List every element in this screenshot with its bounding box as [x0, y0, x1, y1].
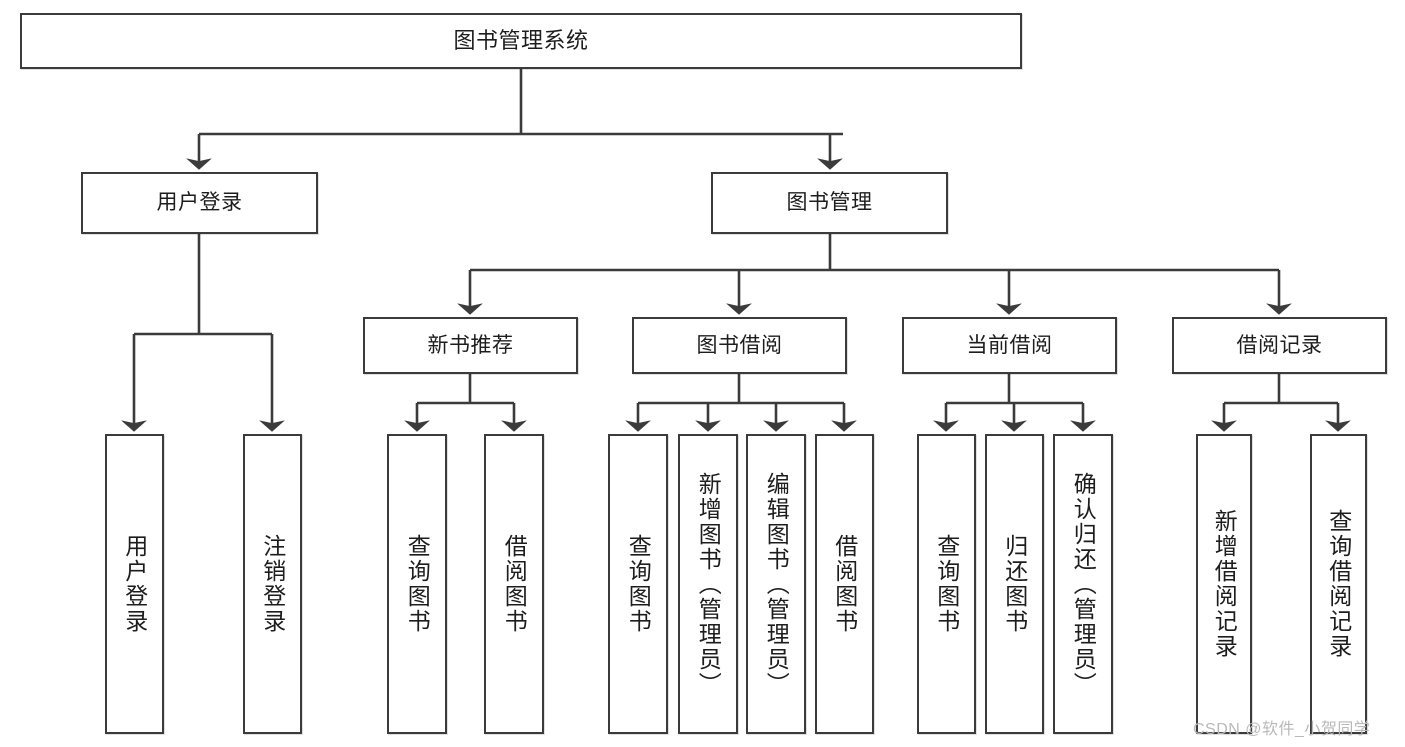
leaf-query-books-current[interactable]: 查询图书	[917, 434, 976, 734]
node-user-login-label: 用户登录	[156, 191, 243, 215]
leaf-borrow-books-new[interactable]: 借阅图书	[484, 434, 544, 734]
leaf-query-books-borrow[interactable]: 查询图书	[608, 434, 668, 734]
leaf-borrow-books[interactable]: 借阅图书	[815, 434, 874, 734]
leaf-logout[interactable]: 注销登录	[243, 434, 302, 734]
leaf-query-books-new[interactable]: 查询图书	[387, 434, 447, 734]
leaf-query-books-new-label: 查询图书	[404, 534, 431, 634]
leaf-add-book-admin[interactable]: 新增图书（管理员）	[678, 434, 738, 734]
node-book-borrow[interactable]: 图书借阅	[632, 317, 847, 374]
leaf-confirm-return-admin[interactable]: 确认归还（管理员）	[1053, 434, 1113, 734]
node-book-management[interactable]: 图书管理	[711, 172, 948, 234]
leaf-borrow-books-new-label: 借阅图书	[501, 534, 528, 634]
leaf-user-login[interactable]: 用户登录	[105, 434, 164, 734]
node-borrow-records[interactable]: 借阅记录	[1172, 317, 1387, 374]
node-book-borrow-label: 图书借阅	[696, 333, 783, 357]
leaf-logout-label: 注销登录	[259, 534, 286, 634]
leaf-query-books-borrow-label: 查询图书	[625, 534, 652, 634]
leaf-return-books[interactable]: 归还图书	[985, 434, 1044, 734]
leaf-return-books-label: 归还图书	[1001, 534, 1028, 634]
watermark: CSDN @软件_小贺同学	[1193, 721, 1371, 738]
node-user-login[interactable]: 用户登录	[81, 172, 318, 234]
node-root[interactable]: 图书管理系统	[20, 13, 1022, 69]
leaf-user-login-label: 用户登录	[121, 534, 148, 634]
node-borrow-records-label: 借阅记录	[1236, 333, 1323, 357]
node-current-borrow[interactable]: 当前借阅	[902, 317, 1117, 374]
node-new-book-recommend[interactable]: 新书推荐	[363, 317, 578, 374]
leaf-query-borrow-record-label: 查询借阅记录	[1325, 509, 1352, 659]
leaf-add-book-admin-label: 新增图书（管理员）	[695, 471, 722, 697]
leaf-edit-book-admin[interactable]: 编辑图书（管理员）	[746, 434, 806, 734]
leaf-query-books-current-label: 查询图书	[933, 534, 960, 634]
node-root-label: 图书管理系统	[453, 27, 589, 53]
leaf-borrow-books-label: 借阅图书	[831, 534, 858, 634]
node-new-book-recommend-label: 新书推荐	[427, 333, 514, 357]
leaf-confirm-return-admin-label: 确认归还（管理员）	[1070, 471, 1097, 697]
leaf-query-borrow-record[interactable]: 查询借阅记录	[1310, 434, 1367, 734]
leaf-add-borrow-record[interactable]: 新增借阅记录	[1196, 434, 1252, 734]
leaf-add-borrow-record-label: 新增借阅记录	[1211, 509, 1238, 659]
leaf-edit-book-admin-label: 编辑图书（管理员）	[763, 471, 790, 697]
node-book-management-label: 图书管理	[786, 191, 873, 215]
node-current-borrow-label: 当前借阅	[966, 333, 1053, 357]
